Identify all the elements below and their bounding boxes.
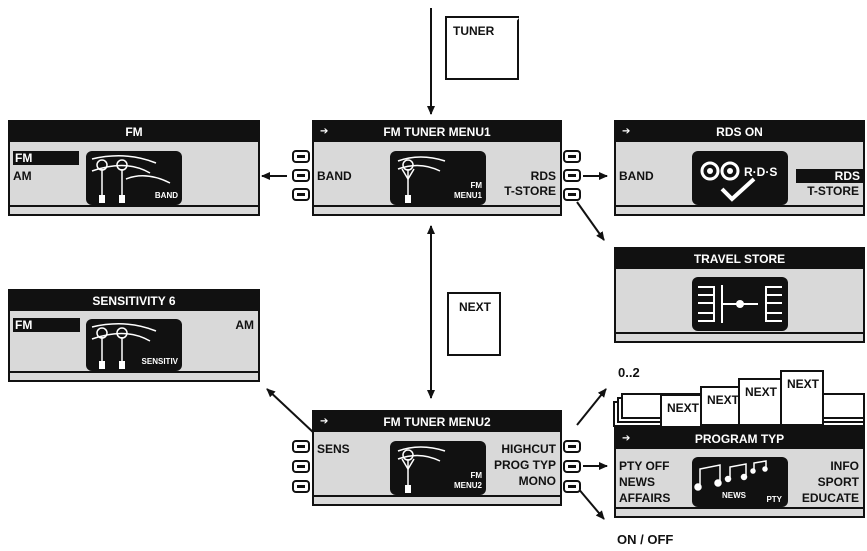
arrow-indicator-icon: ➔: [320, 416, 329, 427]
fm-option-selected: FM: [13, 318, 80, 332]
next-card-4[interactable]: NEXT: [780, 370, 824, 426]
arrow-indicator-icon: ➔: [622, 126, 631, 137]
am-option: AM: [13, 169, 32, 183]
next-card-label: NEXT: [667, 401, 700, 415]
band-label: BAND: [619, 169, 654, 183]
next-card-2[interactable]: NEXT: [700, 386, 744, 426]
travel-store-icon: [692, 277, 788, 331]
next-button-card[interactable]: NEXT: [447, 292, 501, 356]
softkey-left-3[interactable]: [292, 480, 310, 493]
fm-tuner-menu2-screen: ➔ FM TUNER MENU2 SENS HIGHCUT PROG TYP M…: [312, 410, 562, 506]
screen-title: TRAVEL STORE: [693, 252, 786, 266]
prog-typ-label: PROG TYP: [493, 458, 556, 472]
tuner-button-card[interactable]: TUNER: [445, 16, 519, 80]
band-label: BAND: [317, 169, 352, 183]
next-card-label: NEXT: [787, 377, 820, 391]
screen-title: PROGRAM TYP: [694, 432, 785, 446]
icon-news-text: NEWS: [722, 491, 746, 500]
antenna-icon: FM MENU2: [390, 441, 486, 495]
program-typ-screen: ➔ PROGRAM TYP PTY OFF NEWS AFFAIRS INFO …: [614, 427, 865, 518]
fm-band-screen: FM FM AM BAND: [8, 120, 260, 216]
sensitivity-screen: SENSITIVITY 6 FM AM SENSITIV: [8, 289, 260, 382]
on-off-label: ON / OFF: [617, 532, 674, 547]
t-store-label: T-STORE: [504, 184, 556, 198]
arrow-menu2-to-onoff: [576, 486, 605, 520]
icon-fm-text: FM: [470, 471, 482, 480]
info-label: INFO: [830, 459, 859, 473]
t-store-label: T-STORE: [807, 184, 859, 198]
screen-title: FM: [125, 125, 143, 139]
rds-label: RDS: [530, 169, 556, 183]
educate-label: EDUCATE: [801, 491, 859, 505]
softkey-right-3[interactable]: [563, 480, 581, 493]
affairs-label: AFFAIRS: [619, 491, 671, 505]
screen-title: SENSITIVITY 6: [92, 294, 176, 308]
arrow-indicator-icon: ➔: [622, 433, 631, 444]
fm-tuner-menu1-screen: ➔ FM TUNER MENU1 BAND RDS T-STORE FM MEN…: [312, 120, 562, 216]
sensitivity-antenna-icon: SENSITIV: [86, 319, 182, 371]
am-option: AM: [235, 318, 254, 332]
sens-label: SENS: [317, 442, 350, 456]
softkey-left-2[interactable]: [292, 460, 310, 473]
icon-fm-text: FM: [470, 181, 482, 190]
news-label: NEWS: [619, 475, 655, 489]
icon-sensitiv-text: SENSITIV: [141, 357, 178, 366]
arrow-menu1-to-travel: [576, 201, 605, 241]
icon-menu-text: MENU2: [453, 481, 482, 490]
softkey-right-1[interactable]: [563, 440, 581, 453]
next-card-3[interactable]: NEXT: [738, 378, 782, 426]
band-antenna-icon: BAND: [86, 151, 182, 205]
arrow-menu2-to-0-2: [576, 388, 607, 426]
softkey-left-3[interactable]: [292, 188, 310, 201]
antenna-icon: FM MENU1: [390, 151, 486, 205]
softkey-left-1[interactable]: [292, 150, 310, 163]
arrow-indicator-icon: ➔: [320, 126, 329, 137]
rds-on-screen: ➔ RDS ON BAND RDS T-STORE R·D·S: [614, 120, 865, 216]
range-0-2-label: 0..2: [618, 365, 640, 380]
softkey-right-1[interactable]: [563, 150, 581, 163]
travel-store-screen: TRAVEL STORE: [614, 247, 865, 343]
fm-option-selected: FM: [13, 151, 79, 165]
softkey-left-2[interactable]: [292, 169, 310, 182]
highcut-label: HIGHCUT: [501, 442, 556, 456]
rds-logo-icon: R·D·S: [692, 151, 788, 205]
pty-off-label: PTY OFF: [619, 459, 670, 473]
icon-rds-text: R·D·S: [744, 165, 778, 179]
rds-selected-label: RDS: [796, 169, 863, 183]
sport-label: SPORT: [817, 475, 859, 489]
screen-title: FM TUNER MENU1: [383, 125, 491, 139]
softkey-left-1[interactable]: [292, 440, 310, 453]
softkey-right-2[interactable]: [563, 460, 581, 473]
next-label: NEXT: [459, 300, 492, 314]
music-notes-icon: NEWS PTY: [692, 457, 788, 507]
card-curl-icon: [485, 18, 519, 38]
screen-title: FM TUNER MENU2: [383, 415, 491, 429]
icon-pty-text: PTY: [766, 495, 782, 504]
softkey-right-2[interactable]: [563, 169, 581, 182]
tuner-label: TUNER: [453, 24, 495, 38]
screen-title: RDS ON: [716, 125, 763, 139]
icon-band-text: BAND: [154, 191, 178, 200]
next-card-label: NEXT: [707, 393, 740, 407]
mono-label: MONO: [518, 474, 556, 488]
next-card-label: NEXT: [745, 385, 778, 399]
icon-menu-text: MENU1: [453, 191, 482, 200]
softkey-right-3[interactable]: [563, 188, 581, 201]
next-card-1[interactable]: NEXT: [660, 394, 704, 428]
